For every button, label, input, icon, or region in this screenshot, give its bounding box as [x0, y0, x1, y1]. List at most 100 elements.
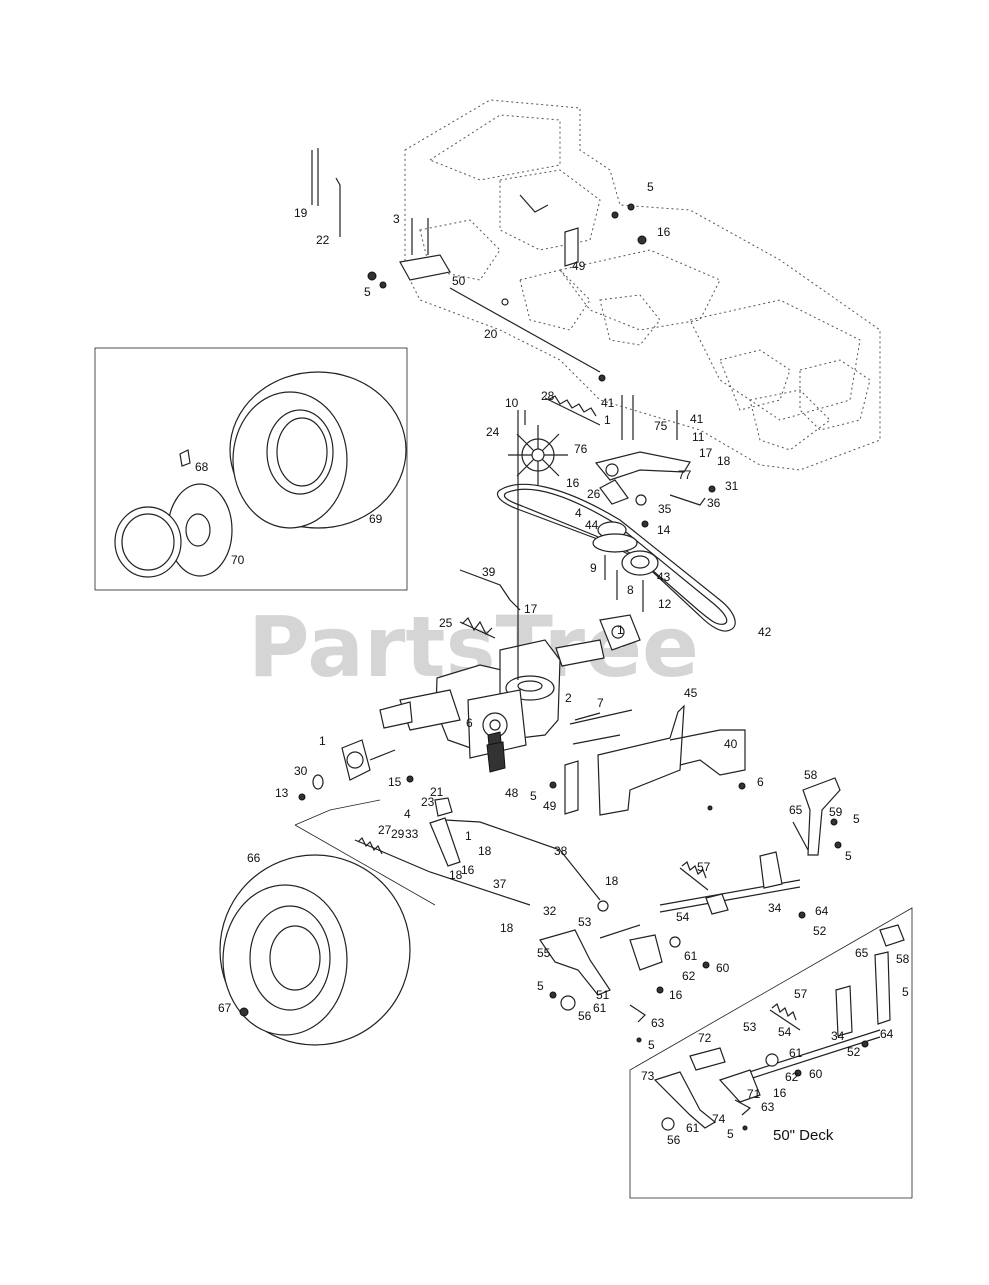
callout-35: 35 — [658, 502, 672, 516]
callout-49: 49 — [543, 799, 557, 813]
callout-5: 5 — [845, 849, 852, 863]
brake-linkage — [294, 797, 641, 939]
callout-40: 40 — [724, 737, 738, 751]
callout-43: 43 — [657, 570, 671, 584]
callout-36: 36 — [707, 496, 721, 510]
callout-26: 26 — [587, 487, 601, 501]
callout-10: 10 — [505, 396, 519, 410]
callout-72: 72 — [698, 1031, 712, 1045]
callout-53: 53 — [578, 915, 592, 929]
callout-16: 16 — [657, 225, 671, 239]
callout-53: 53 — [743, 1020, 757, 1034]
callout-34: 34 — [831, 1029, 845, 1043]
callout-5: 5 — [364, 285, 371, 299]
callout-50: 50 — [452, 274, 466, 288]
callout-61: 61 — [684, 949, 698, 963]
callout-18: 18 — [605, 874, 619, 888]
callout-18: 18 — [717, 454, 731, 468]
callout-73: 73 — [641, 1069, 655, 1083]
callout-45: 45 — [684, 686, 698, 700]
callout-12: 12 — [658, 597, 672, 611]
callout-41: 41 — [601, 396, 615, 410]
frame-brackets — [519, 194, 647, 267]
callout-54: 54 — [778, 1025, 792, 1039]
callout-33: 33 — [405, 827, 419, 841]
callout-1: 1 — [319, 734, 326, 748]
callout-75: 75 — [654, 419, 668, 433]
callout-68: 68 — [195, 460, 209, 474]
callout-64: 64 — [815, 904, 829, 918]
callout-23: 23 — [421, 795, 435, 809]
callout-42: 42 — [758, 625, 772, 639]
callout-4: 4 — [404, 807, 411, 821]
callout-5: 5 — [853, 812, 860, 826]
callout-62: 62 — [682, 969, 696, 983]
callout-57: 57 — [794, 987, 808, 1001]
callout-16: 16 — [773, 1086, 787, 1100]
callout-60: 60 — [716, 961, 730, 975]
callout-67: 67 — [218, 1001, 232, 1015]
callout-74: 74 — [712, 1112, 726, 1126]
callout-2: 2 — [565, 691, 572, 705]
callout-31: 31 — [725, 479, 739, 493]
deck-label: 50" Deck — [773, 1127, 834, 1144]
callout-34: 34 — [768, 901, 782, 915]
callout-51: 51 — [596, 988, 610, 1002]
callout-7: 7 — [597, 696, 604, 710]
callout-22: 22 — [316, 233, 330, 247]
callout-69: 69 — [369, 512, 383, 526]
callout-61: 61 — [593, 1001, 607, 1015]
callout-9: 9 — [590, 561, 597, 575]
callout-16: 16 — [566, 476, 580, 490]
callout-65: 65 — [855, 946, 869, 960]
callout-60: 60 — [809, 1067, 823, 1081]
callout-6: 6 — [466, 716, 473, 730]
callout-61: 61 — [686, 1121, 700, 1135]
callout-16: 16 — [669, 988, 683, 1002]
callout-18: 18 — [500, 921, 514, 935]
callout-70: 70 — [231, 553, 245, 567]
callout-32: 32 — [543, 904, 557, 918]
callout-54: 54 — [676, 910, 690, 924]
callout-14: 14 — [657, 523, 671, 537]
callout-48: 48 — [505, 786, 519, 800]
callout-8: 8 — [627, 583, 634, 597]
callout-37: 37 — [493, 877, 507, 891]
left-hub — [298, 739, 414, 801]
callout-20: 20 — [484, 327, 498, 341]
callout-44: 44 — [585, 518, 599, 532]
callout-21: 21 — [430, 785, 444, 799]
callout-39: 39 — [482, 565, 496, 579]
callout-76: 76 — [574, 442, 588, 456]
callout-56: 56 — [667, 1133, 681, 1147]
callout-58: 58 — [804, 768, 818, 782]
callout-19: 19 — [294, 206, 308, 220]
callout-6: 6 — [757, 775, 764, 789]
callout-18: 18 — [478, 844, 492, 858]
callout-16: 16 — [461, 863, 475, 877]
callout-5: 5 — [902, 985, 909, 999]
deck-inset-box — [629, 907, 913, 1199]
callout-5: 5 — [530, 789, 537, 803]
callout-56: 56 — [578, 1009, 592, 1023]
mounting-brackets — [486, 704, 746, 816]
callout-28: 28 — [541, 389, 555, 403]
callout-55: 55 — [537, 946, 551, 960]
wheel-inset-box — [94, 347, 408, 591]
callout-27: 27 — [378, 823, 392, 837]
callout-24: 24 — [486, 425, 500, 439]
callout-17: 17 — [699, 446, 713, 460]
callout-1: 1 — [604, 413, 611, 427]
callout-49: 49 — [572, 259, 586, 273]
callout-1: 1 — [465, 829, 472, 843]
callout-64: 64 — [880, 1027, 894, 1041]
rear-tire — [219, 854, 411, 1046]
callout-59: 59 — [829, 805, 843, 819]
callout-3: 3 — [393, 212, 400, 226]
callout-11: 11 — [692, 430, 705, 444]
callout-62: 62 — [785, 1070, 799, 1084]
callout-5: 5 — [648, 1038, 655, 1052]
